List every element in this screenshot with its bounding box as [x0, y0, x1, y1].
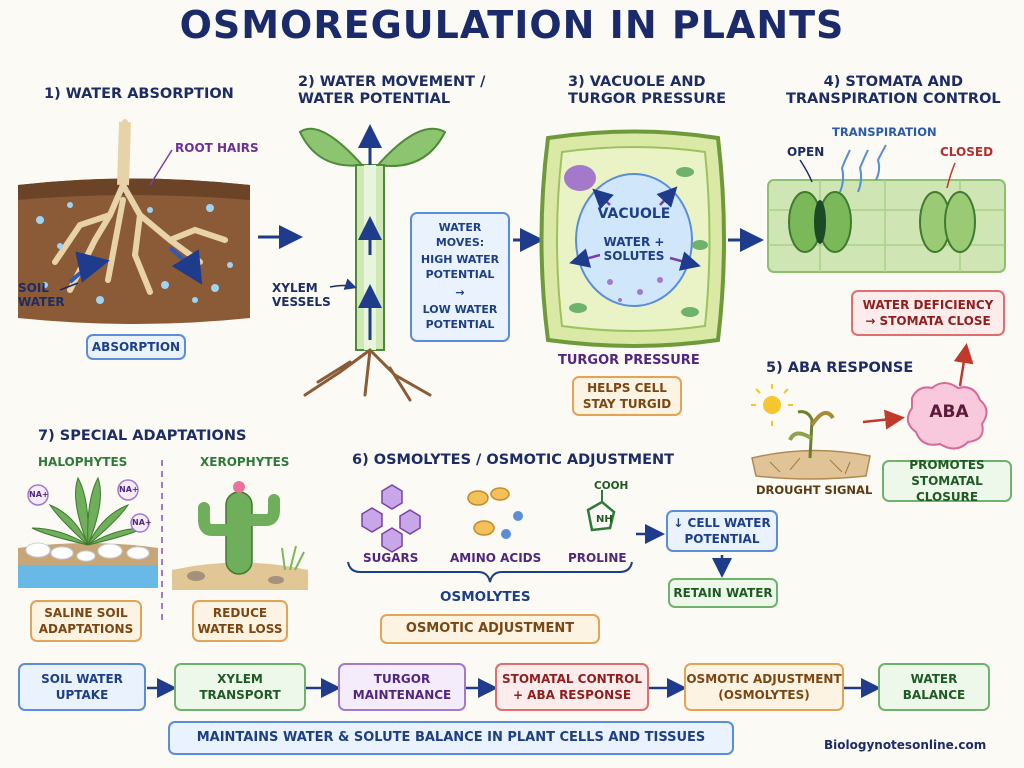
halophytes-label: HALOPHYTES [38, 455, 128, 469]
water-moves-header: WATER MOVES: [435, 221, 485, 250]
section-2-heading: 2) WATER MOVEMENT / WATER POTENTIAL [298, 74, 486, 107]
sugars-label: SUGARS [363, 551, 419, 565]
section-1-heading: 1) WATER ABSORPTION [44, 86, 234, 102]
flow-soil-water-uptake: SOIL WATER UPTAKE [18, 663, 146, 711]
sodium-ion-3: Na+ [132, 518, 152, 527]
proline-label: PROLINE [568, 551, 627, 565]
website-credit: Biologynotesonline.com [824, 738, 987, 752]
halophyte-illustration [18, 476, 158, 588]
xerophytes-label: XEROPHYTES [200, 455, 290, 469]
saline-soil-box: SALINE SOIL ADAPTATIONS [30, 600, 142, 642]
osmolytes-label: OSMOLYTES [440, 589, 531, 605]
flow-water-balance: WATER BALANCE [878, 663, 990, 711]
root-hairs-label: ROOT HAIRS [175, 141, 259, 155]
osmolyte-illustration [347, 484, 732, 583]
xerophyte-illustration [172, 481, 308, 590]
transpiration-label: TRANSPIRATION [832, 125, 937, 139]
drought-signal-label: DROUGHT SIGNAL [756, 483, 873, 497]
water-deficiency-box: WATER DEFICIENCY → STOMATA CLOSE [851, 290, 1005, 336]
flow-stomatal-aba: STOMATAL CONTROL + ABA RESPONSE [495, 663, 649, 711]
drought-illustration [751, 384, 871, 480]
retain-water-box: RETAIN WATER [668, 578, 778, 608]
summary-banner: MAINTAINS WATER & SOLUTE BALANCE IN PLAN… [168, 721, 734, 755]
flow-xylem-transport: XYLEM TRANSPORT [174, 663, 306, 711]
flow-osmotic-adjustment: OSMOTIC ADJUSTMENT (OSMOLYTES) [684, 663, 844, 711]
water-potential-box: WATER MOVES: HIGH WATER POTENTIAL → LOW … [410, 212, 510, 342]
flow-turgor-maintenance: TURGOR MAINTENANCE [338, 663, 466, 711]
section-6-heading: 6) OSMOLYTES / OSMOTIC ADJUSTMENT [352, 452, 675, 468]
stomata-illustration [767, 144, 1006, 273]
plant-cell-illustration [539, 129, 726, 348]
section-4-heading: 4) STOMATA AND TRANSPIRATION CONTROL [786, 74, 1001, 107]
turgor-pressure-label: TURGOR PRESSURE [558, 353, 700, 368]
cell-water-potential-box: ↓ CELL WATER POTENTIAL [666, 510, 778, 552]
reduce-water-loss-box: REDUCE WATER LOSS [192, 600, 288, 642]
water-solutes-label: WATER + SOLUTES [603, 235, 665, 263]
xylem-vessels-label: XYLEM VESSELS [272, 281, 331, 309]
section-7-heading: 7) SPECIAL ADAPTATIONS [38, 428, 247, 444]
soil-root-illustration [18, 119, 250, 324]
absorption-box: ABSORPTION [86, 334, 186, 360]
aba-label: ABA [929, 402, 969, 422]
section-5-heading: 5) ABA RESPONSE [766, 360, 914, 376]
section-3-heading: 3) VACUOLE AND TURGOR PRESSURE [568, 74, 727, 107]
turgid-box: HELPS CELL STAY TURGID [572, 376, 682, 416]
aba-molecule [906, 382, 988, 450]
promotes-closure-box: PROMOTES STOMATAL CLOSURE [882, 458, 1012, 504]
high-water-potential: HIGH WATER POTENTIAL [420, 253, 500, 282]
sodium-ion-1: Na+ [29, 490, 49, 499]
nh-label: NH [596, 514, 613, 525]
amino-acids-label: AMINO ACIDS [450, 551, 542, 565]
page-title: OSMOREGULATION IN PLANTS [179, 3, 845, 47]
stomata-closed-label: CLOSED [940, 145, 994, 159]
low-water-potential: LOW WATER POTENTIAL [422, 303, 498, 331]
plant-stem-illustration [298, 124, 447, 402]
sodium-ion-2: Na+ [119, 485, 139, 494]
stomata-open-label: OPEN [787, 145, 825, 159]
soil-water-label: SOIL WATER [18, 281, 65, 309]
cooh-label: COOH [594, 480, 629, 492]
vacuole-label: VACUOLE [597, 206, 671, 222]
osmotic-adjustment-box: OSMOTIC ADJUSTMENT [380, 614, 600, 644]
flow-arrow: → [455, 285, 465, 299]
